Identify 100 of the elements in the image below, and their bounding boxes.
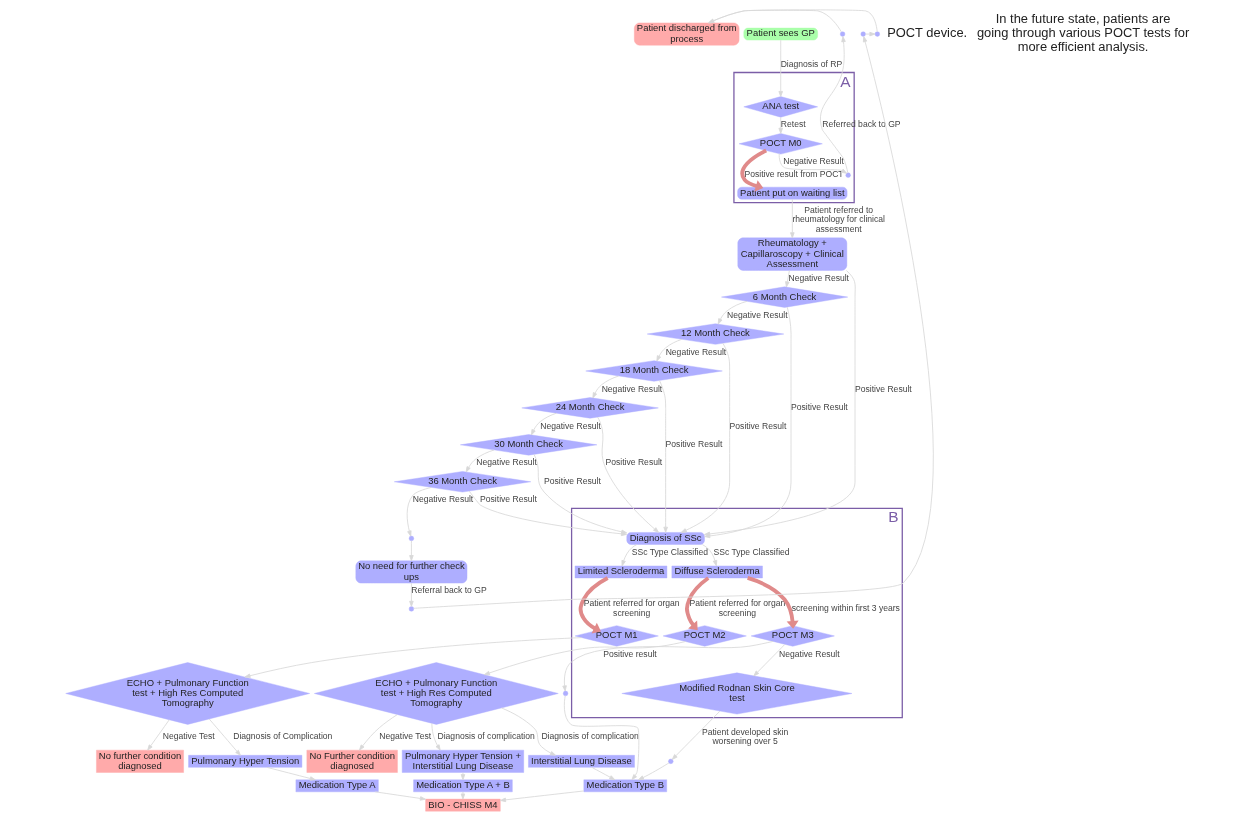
arrow	[591, 375, 619, 399]
arrow	[406, 487, 432, 537]
arrow	[530, 412, 557, 436]
edge-label: Diagnosis of RP	[780, 58, 842, 69]
node-circle	[839, 31, 845, 37]
node-diamond: POCT M3	[750, 625, 835, 647]
node-box: No further condition diagnosed	[95, 749, 184, 773]
node-box: Medication Type B	[583, 779, 667, 793]
edge-label: Negative Result	[601, 383, 662, 394]
arrow	[408, 540, 414, 562]
arrow	[746, 576, 799, 629]
node-box: Medication Type A	[295, 779, 379, 793]
edge-label: Negative Result	[665, 346, 726, 357]
arrow	[701, 544, 717, 567]
edge-label: Negative Result	[778, 648, 840, 659]
node-box: No Further condition diagnosed	[306, 749, 398, 773]
arrow	[561, 640, 773, 692]
edge-label: Positive Result	[854, 383, 912, 394]
node-diamond: 6 Month Check	[720, 286, 848, 308]
arrow	[717, 300, 747, 325]
label: POCT device.	[886, 25, 967, 41]
node-diamond: POCT M2	[662, 625, 747, 647]
edge-label: Negative Result	[782, 156, 844, 167]
label: In the future state, patients are going through various POCT tests for more efficient analysis.	[976, 11, 1189, 55]
arrow	[590, 766, 615, 781]
node-box: Interstitial Lung Disease	[527, 755, 635, 768]
arrow	[244, 637, 582, 678]
edge-label: Negative Test	[378, 731, 431, 742]
node-box: Diagnosis of SSc	[626, 532, 705, 545]
arrow	[778, 116, 783, 134]
node-diamond: ECHO + Pulmonary Function test + High Res Computed Tomography	[65, 662, 310, 725]
node-diamond: 12 Month Check	[646, 323, 784, 345]
edge-label: Diagnosis of complication	[540, 731, 639, 742]
edge-label: Positive Result	[665, 438, 722, 449]
node-circle	[408, 606, 414, 612]
edge-label: Retest	[780, 119, 806, 130]
arrow	[563, 695, 639, 781]
arrow	[707, 9, 878, 33]
arrow	[483, 641, 686, 676]
edge-label: Positive Result	[543, 475, 601, 486]
arrow	[778, 153, 847, 174]
arrow	[266, 766, 316, 781]
edge-label: Negative Result	[412, 494, 473, 505]
node-circle	[667, 758, 673, 764]
arrow	[671, 710, 720, 760]
arrow	[789, 198, 795, 239]
arrow	[208, 718, 241, 756]
arrow	[819, 36, 848, 174]
edge-label: screening within first 3 years	[791, 603, 900, 614]
arrow	[146, 719, 170, 751]
edge-label: Positive result from POCT	[743, 169, 844, 180]
arrow	[637, 762, 669, 781]
edge-label: Patient developed skin worsening over 5	[701, 726, 788, 747]
node-circle	[874, 31, 880, 37]
arrow	[374, 791, 426, 801]
arrow	[430, 722, 441, 751]
arrow	[465, 449, 494, 473]
node-diamond: POCT M0	[738, 133, 823, 155]
node-box: Patient put on waiting list	[736, 186, 847, 200]
node-diamond: POCT M1	[574, 625, 659, 647]
node-box: Pulmonary Hyper Tension	[187, 755, 302, 768]
edge-label: Positive Result	[790, 402, 848, 413]
node-box: Rheumatology + Capillaroscopy + Clinical Assessment	[737, 237, 847, 271]
arrow	[739, 148, 767, 192]
arrow	[499, 790, 584, 803]
node-box: No need for further check ups	[355, 560, 467, 584]
arrow	[864, 31, 875, 37]
arrow	[620, 544, 637, 567]
arrow	[784, 270, 790, 288]
edge-label: Negative Result	[475, 457, 537, 468]
node-circle	[845, 172, 851, 178]
edge-label: Referral back to GP	[410, 585, 487, 596]
node-diamond: 30 Month Check	[459, 434, 597, 456]
node-circle	[860, 31, 866, 37]
node-circle	[562, 690, 568, 697]
node-box: Limited Scleroderma	[574, 565, 667, 579]
edge-label: SSc Type Classified	[712, 546, 790, 557]
arrow	[658, 380, 668, 533]
edge-label: Negative Result	[787, 272, 849, 283]
arrow	[460, 791, 465, 800]
node-box: Diffuse Scleroderma	[671, 565, 763, 579]
arrow	[358, 714, 398, 751]
arrow	[578, 576, 609, 634]
edge-label: Patient referred for organ screening	[688, 598, 785, 618]
edge-label: Positive Result	[479, 494, 537, 505]
edge-label: Diagnosis of complication	[437, 731, 535, 742]
arrow	[460, 772, 465, 781]
edge-label: Positive Result	[605, 457, 662, 468]
arrow	[778, 39, 783, 97]
node-diamond: 36 Month Check	[393, 471, 531, 493]
node-box: Patient sees GP	[743, 27, 818, 41]
arrow	[680, 342, 730, 533]
arrow	[655, 338, 682, 362]
edge-label: Negative Result	[726, 309, 788, 320]
node-circle	[408, 535, 414, 542]
edge-label: Positive result	[602, 648, 657, 659]
node-box: Patient discharged from process	[633, 22, 739, 46]
edge-label: Patient referred for organ screening	[583, 598, 680, 618]
node-box: BIO - CHISS M4	[424, 798, 501, 812]
node-diamond: 18 Month Check	[585, 360, 723, 382]
